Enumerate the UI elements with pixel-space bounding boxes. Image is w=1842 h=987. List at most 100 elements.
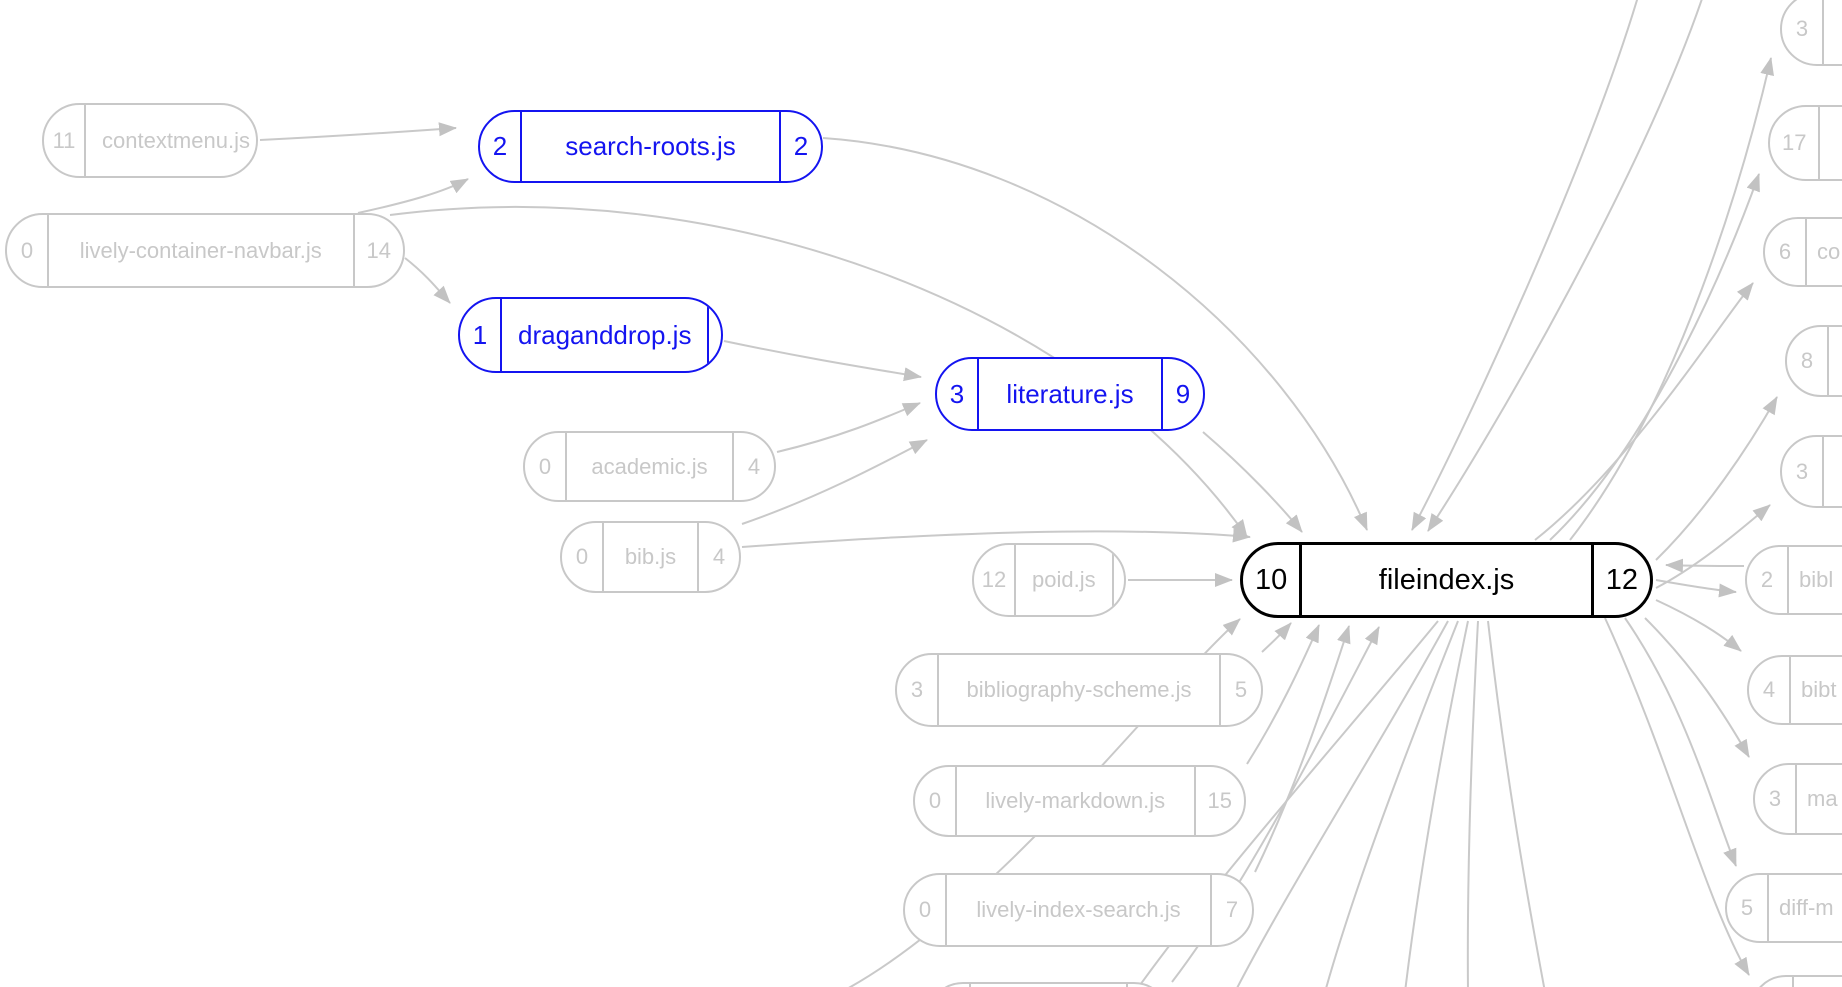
module-name-label: search-roots.js [565,131,736,161]
dependency-edge [741,439,928,525]
graph-node-right-3[interactable]: 6 co [1763,217,1842,287]
in-count: 0 [915,767,957,835]
dependency-edge [389,205,1248,538]
out-count: 4 [697,523,739,591]
module-name-label: draganddrop.js [518,319,692,350]
in-count: 2 [480,112,522,181]
dependency-edge [1246,624,1320,765]
dependency-edge [1569,57,1774,541]
out-count: 4 [732,433,774,500]
in-count: 2 [1747,547,1789,613]
graph-node-lively-container-navbar[interactable]: 0 lively-container-navbar.js 14 [5,213,405,288]
dependency-edge [1655,396,1778,561]
out-count: 5 [1219,655,1261,725]
dependency-edge [1665,558,1745,573]
graph-node-poid[interactable]: 12 poid.js 3 [972,543,1126,617]
module-name-label [1820,107,1842,179]
in-count: 3 [937,359,979,429]
dependency-edge [1202,431,1303,533]
module-name-label: lively-markdown.js [985,788,1166,813]
dependency-edge [1466,620,1479,987]
in-count: 8 [1787,327,1829,395]
in-count: 11 [44,105,86,176]
module-name-label: lively-index-search.js [976,897,1181,922]
graph-node-lively-index-search[interactable]: 0 lively-index-search.js 7 [903,873,1254,947]
graph-node-lively-markdown[interactable]: 0 lively-markdown.js 15 [913,765,1246,837]
in-count: 3 [1782,437,1824,506]
dependency-edge [1254,625,1351,873]
dependency-edge [1236,620,1449,987]
module-name-label: diff-m [1779,895,1834,920]
dependency-edge [741,528,1251,548]
in-count: 0 [905,875,947,945]
in-count: 10 [1243,545,1303,615]
graph-node-right-partial[interactable] [1750,975,1842,987]
module-name-label: literature.js [1006,378,1134,409]
out-count: 2 [779,112,821,181]
dependency-edge [1644,617,1750,758]
graph-node-bibliography-scheme[interactable]: 3 bibliography-scheme.js 5 [895,653,1263,727]
module-name-label: bibliography-scheme.js [966,677,1192,702]
graph-node-right-1[interactable]: 3 [1780,0,1842,66]
graph-node-right-bibl[interactable]: 2 bibl [1745,545,1842,615]
graph-node-right-5[interactable]: 3 [1780,435,1842,508]
graph-node-search-roots[interactable]: 2 search-roots.js 2 [478,110,823,183]
dependency-edge [259,122,457,141]
in-count: 4 [1749,657,1791,723]
dependency-edge [822,137,1368,531]
module-name-label [1824,0,1842,64]
in-count: 12 [974,545,1016,615]
dependency-edge [1534,282,1754,541]
module-name-label: bibl [1799,567,1834,592]
dependency-edge [1261,622,1292,653]
module-name-label: co [1817,239,1841,264]
out-count: 3 [1111,545,1124,615]
in-count: 0 [525,433,567,500]
dependency-edge [1604,617,1750,976]
in-count [1752,977,1794,987]
graph-node-draganddrop[interactable]: 1 draganddrop.js 6 [458,297,723,373]
in-count: 6 [1765,219,1807,285]
out-count: 6 [707,299,721,371]
graph-node-bottom-partial[interactable] [927,982,1170,987]
dependency-edge [723,340,922,382]
in-count: 3 [897,655,939,725]
out-count [1126,984,1168,987]
module-name-label [1829,327,1842,395]
dependency-edge [1427,0,1703,532]
dependency-edge [1655,504,1771,589]
in-count: 1 [460,299,502,371]
dependency-edge [1624,617,1737,867]
in-count: 3 [1782,0,1824,64]
in-count: 0 [562,523,604,591]
dependency-edge [1404,620,1469,987]
module-name-label: lively-container-navbar.js [79,237,322,263]
graph-node-right-2[interactable]: 17 [1768,105,1842,181]
dependency-edge [404,257,451,304]
out-count: 14 [352,215,403,286]
dependency-edge [1325,620,1459,987]
graph-node-right-4[interactable]: 8 [1785,325,1842,397]
graph-node-bib[interactable]: 0 bib.js 4 [560,521,741,593]
module-name-label [1824,437,1842,506]
dependency-edge [1655,599,1742,652]
module-name-label: bib.js [624,544,677,569]
out-count: 15 [1193,767,1244,835]
in-count: 17 [1770,107,1821,179]
dependency-edge [1487,620,1546,987]
dependency-edge [357,178,469,214]
out-count: 7 [1210,875,1252,945]
out-count: 12 [1590,545,1650,615]
in-count: 0 [7,215,49,286]
module-name-label: poid.js [1032,567,1096,592]
